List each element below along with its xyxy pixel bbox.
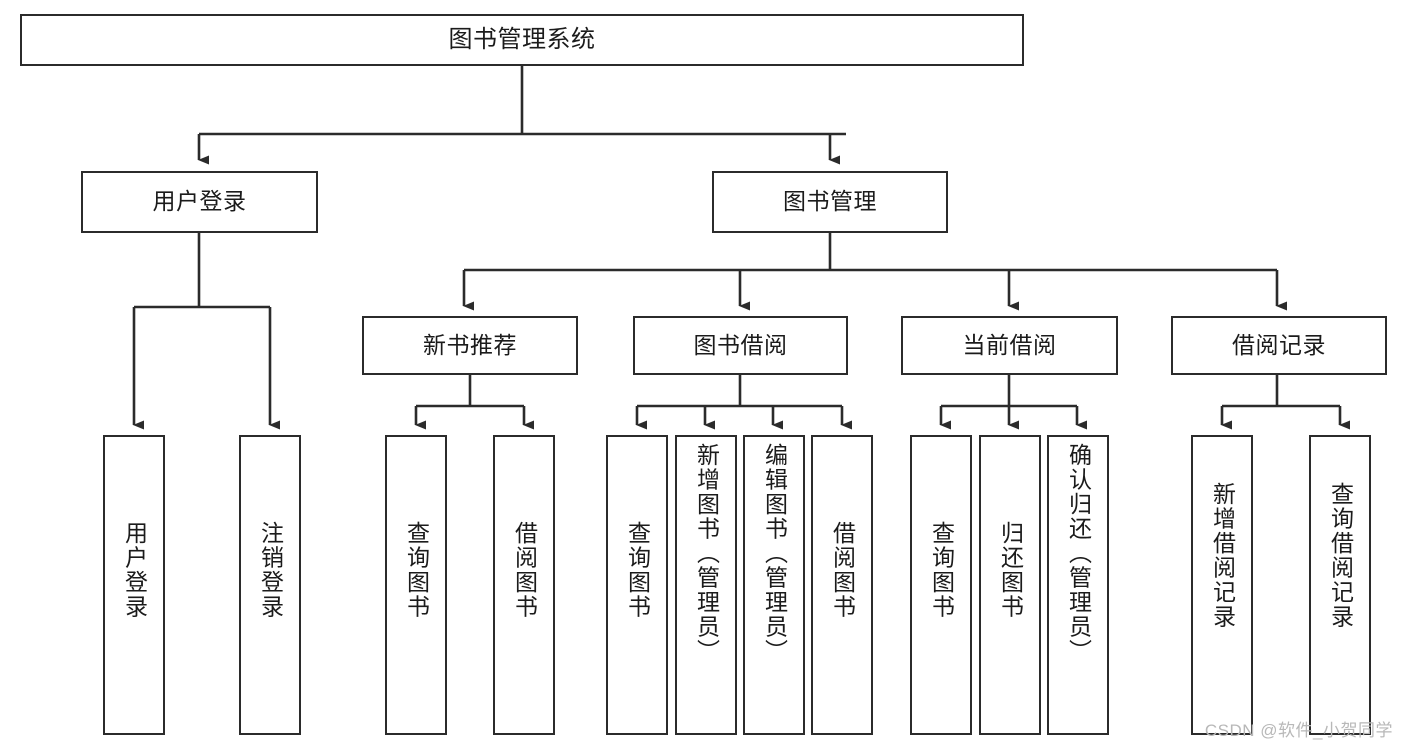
node-label: 用户登录 (121, 521, 148, 619)
node-leaf-query-book-1[interactable]: 查询图书 (385, 435, 447, 735)
node-leaf-query-book-3[interactable]: 查询图书 (910, 435, 972, 735)
node-leaf-edit-book[interactable]: 编辑图书（管理员） (743, 435, 805, 735)
node-leaf-user-login[interactable]: 用户登录 (103, 435, 165, 735)
node-leaf-query-book-2[interactable]: 查询图书 (606, 435, 668, 735)
node-book-manage[interactable]: 图书管理 (712, 171, 948, 233)
node-new-book-recommend[interactable]: 新书推荐 (362, 316, 578, 375)
node-label: 图书管理 (783, 188, 877, 215)
node-current-borrow[interactable]: 当前借阅 (901, 316, 1118, 375)
node-leaf-logout-login[interactable]: 注销登录 (239, 435, 301, 735)
node-label: 用户登录 (152, 188, 247, 215)
node-leaf-confirm-return[interactable]: 确认归还（管理员） (1047, 435, 1109, 735)
node-label: 图书管理系统 (448, 25, 596, 53)
node-label: 图书借阅 (693, 331, 788, 358)
node-leaf-query-record[interactable]: 查询借阅记录 (1309, 435, 1371, 735)
node-label: 借阅图书 (829, 521, 856, 619)
node-label: 新增图书（管理员） (693, 443, 720, 664)
node-label: 归还图书 (997, 521, 1024, 619)
node-label: 编辑图书（管理员） (761, 443, 788, 664)
node-label: 当前借阅 (962, 331, 1057, 358)
node-label: 查询图书 (624, 521, 651, 619)
node-label: 确认归还（管理员） (1065, 443, 1092, 664)
node-label: 新增借阅记录 (1209, 482, 1236, 629)
node-label: 查询图书 (928, 521, 955, 619)
node-book-borrow[interactable]: 图书借阅 (633, 316, 848, 375)
node-label: 查询借阅记录 (1327, 482, 1354, 629)
node-leaf-borrow-book-1[interactable]: 借阅图书 (493, 435, 555, 735)
node-label: 新书推荐 (423, 331, 517, 358)
node-borrow-record[interactable]: 借阅记录 (1171, 316, 1387, 375)
watermark-text: CSDN @软件_小贺同学 (1204, 721, 1393, 740)
node-label: 借阅图书 (511, 521, 538, 619)
node-label: 查询图书 (403, 521, 430, 619)
node-leaf-add-record[interactable]: 新增借阅记录 (1191, 435, 1253, 735)
node-user-login[interactable]: 用户登录 (81, 171, 318, 233)
node-root-system[interactable]: 图书管理系统 (20, 14, 1024, 66)
node-leaf-add-book[interactable]: 新增图书（管理员） (675, 435, 737, 735)
node-leaf-return-book[interactable]: 归还图书 (979, 435, 1041, 735)
node-label: 注销登录 (257, 521, 284, 619)
node-leaf-borrow-book-2[interactable]: 借阅图书 (811, 435, 873, 735)
node-label: 借阅记录 (1232, 331, 1326, 358)
